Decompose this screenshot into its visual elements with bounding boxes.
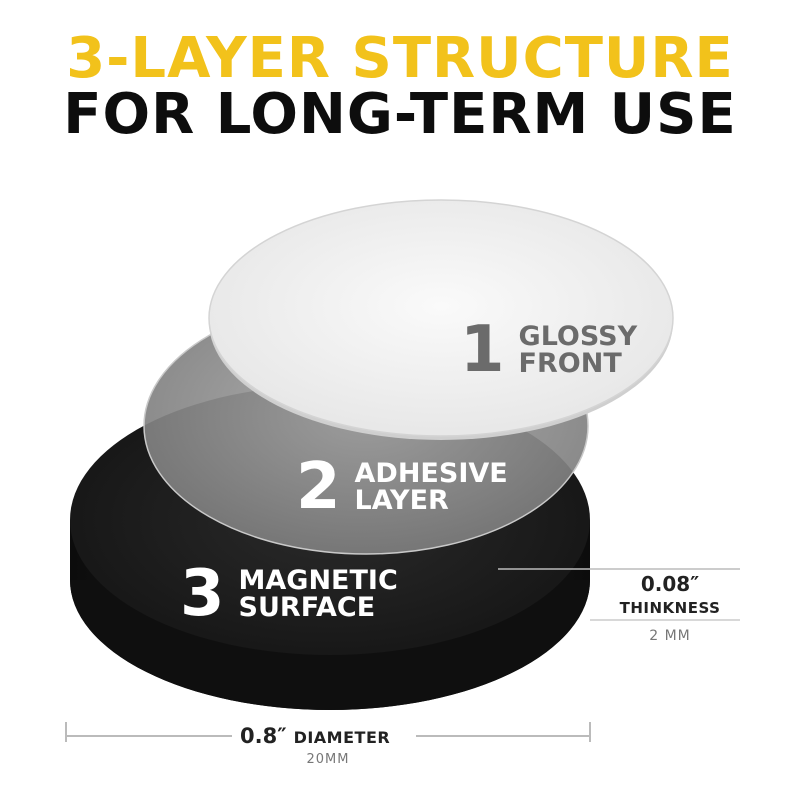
layer-label-glossy-front: 1 GLOSSY FRONT [460,318,637,382]
diameter-value: 0.8″ [240,724,287,748]
diameter-caption: 0.8″ DIAMETER [240,724,390,748]
layer-number: 3 [180,557,225,631]
diameter-label: DIAMETER [293,728,391,747]
layer-text-line-2: FRONT [518,348,622,379]
layer-text-line-1: ADHESIVE [354,458,508,489]
layer-text-line-1: MAGNETIC [238,565,398,596]
layer-number: 2 [296,450,341,524]
layer-text: GLOSSY FRONT [519,323,638,377]
glossy-front-disc [208,199,674,440]
diameter-metric: 20MM [306,752,350,767]
thickness-guide [498,568,740,621]
headline-line-1: 3-LAYER STRUCTURE [66,26,734,91]
thickness-label: THINKNESS [619,599,721,617]
layer-text-line-1: GLOSSY [518,321,638,352]
thickness-metric: 2 MM [649,628,691,644]
diameter-guide [65,722,591,742]
headline-line-2: FOR LONG-TERM USE [63,82,737,147]
layer-number: 1 [460,313,505,387]
layer-text-line-2: SURFACE [238,592,376,623]
layer-label-adhesive: 2 ADHESIVE LAYER [296,455,508,519]
layer-text-line-2: LAYER [354,485,449,516]
layer-label-magnetic: 3 MAGNETIC SURFACE [180,562,398,626]
layer-text: MAGNETIC SURFACE [239,567,398,621]
layer-text: ADHESIVE LAYER [355,460,508,514]
thickness-value: 0.08″ [640,572,700,596]
